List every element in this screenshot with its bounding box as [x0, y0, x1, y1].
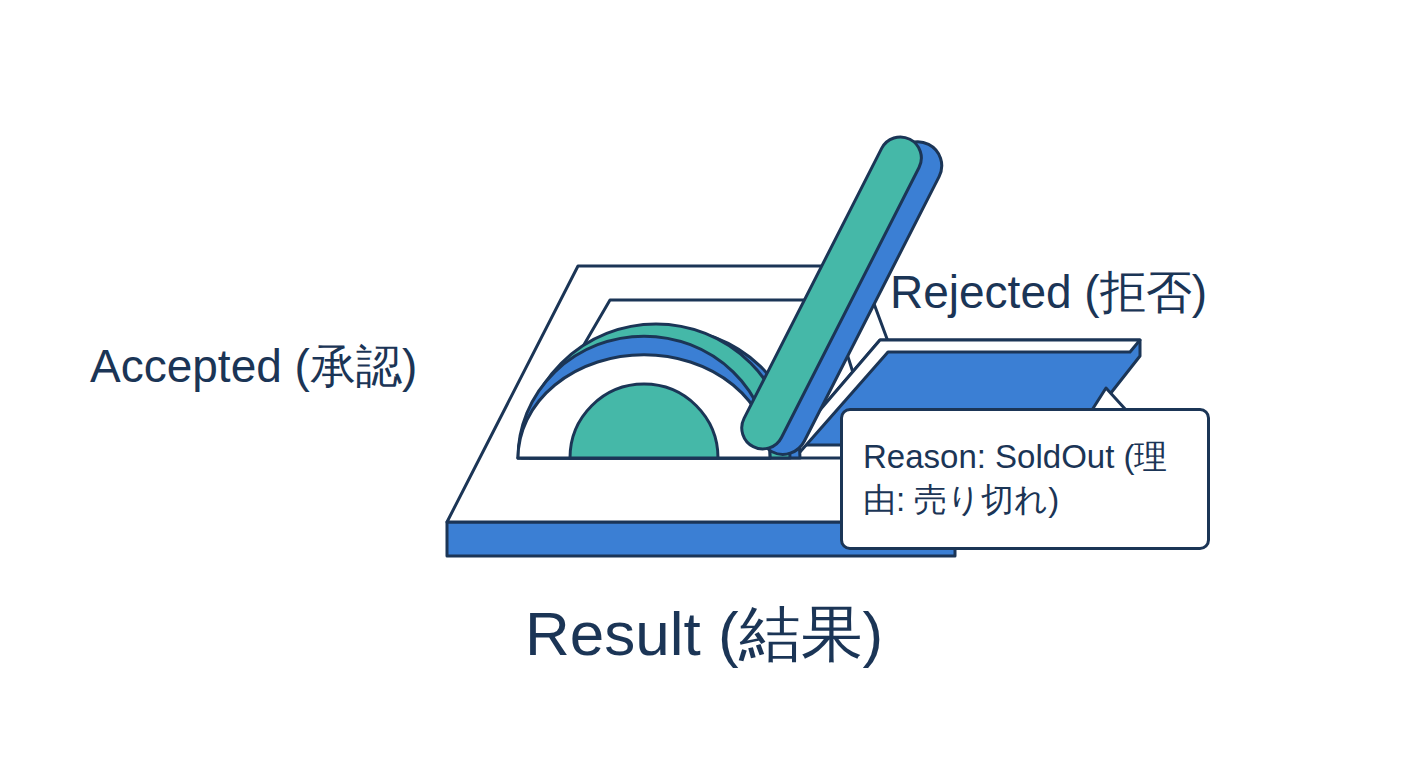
callout-text: Reason: SoldOut (理由: 売り切れ): [863, 436, 1187, 522]
dome-face: [518, 355, 770, 458]
result-label: Result (結果): [525, 592, 883, 676]
dome-core: [570, 384, 718, 458]
callout-pointer: [1092, 388, 1126, 410]
dome-ring-front: [518, 336, 770, 458]
callout-box: Reason: SoldOut (理由: 売り切れ): [840, 408, 1210, 550]
rejected-label: Rejected (拒否): [890, 262, 1207, 324]
accepted-label: Accepted (承認): [90, 336, 417, 398]
